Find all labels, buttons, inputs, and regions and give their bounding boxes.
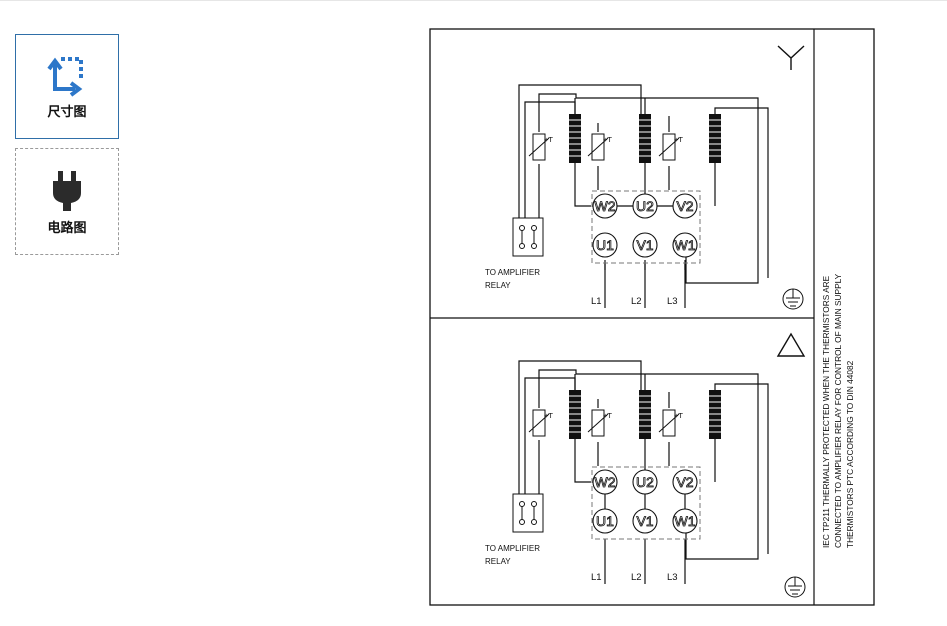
thermistor-label: +T [603,135,612,144]
thermistor-label: +T [544,135,553,144]
thermistors [528,133,680,161]
relay-label: RELAY [485,281,511,290]
coil-ticks [569,119,721,157]
delta-panel: +T +T +T W2 U2 V2 U1 V1 W1 TO AMPLIFIER … [485,332,806,598]
terminal-box [591,190,701,264]
panel-wiring [518,84,769,308]
delta-connection-icon [776,332,806,357]
note-line-3: THERMISTORS PTC ACCORDING TO DIN 44082 [845,360,855,548]
terminal-box [591,466,701,540]
top-divider [0,0,947,1]
relay-label: RELAY [485,557,511,566]
terminal-label: V2 [676,198,693,214]
terminal-label: U2 [636,198,654,214]
terminal-label: W1 [675,237,696,253]
tab-dimensions[interactable]: 尺寸图 [15,34,119,139]
line-label: L1 [591,296,602,307]
ground-icon [782,288,804,310]
terminal-label: U1 [596,513,614,529]
panel-wiring [518,360,769,584]
dimension-icon [47,57,83,97]
terminal-label: V2 [676,474,693,490]
plug-icon [53,171,81,211]
coil-ticks [569,395,721,433]
relay-contacts [512,493,544,533]
note-line-1: IEC TP211 THERMALLY PROTECTED WHEN THE T… [821,275,831,548]
relay-contacts [512,217,544,257]
wiring-diagram: IEC TP211 THERMALLY PROTECTED WHEN THE T… [429,28,875,606]
diagram-frame [429,28,875,606]
ground-icon [784,576,806,598]
note-line-2: CONNECTED TO AMPLIFIER RELAY FOR CONTROL… [833,273,843,548]
note-text: IEC TP211 THERMALLY PROTECTED WHEN THE T… [821,272,855,548]
line-label: L2 [631,296,642,307]
line-label: L3 [667,296,678,307]
tab-circuit-label: 电路图 [47,220,87,235]
terminal-label: V1 [636,513,653,529]
star-connection-icon [777,45,805,70]
terminal-label: V1 [636,237,653,253]
thermistor-label: +T [674,411,683,420]
line-label: L2 [631,572,642,583]
thermistor-label: +T [544,411,553,420]
star-panel: +T +T +T W2 U2 V2 U1 V1 W1 TO AMPLIFIER … [485,45,805,310]
terminals [592,193,698,258]
terminal-label: W2 [595,198,616,214]
delta-bridges [604,494,686,509]
thermistor-label: +T [603,411,612,420]
tab-circuit-diagram[interactable]: 电路图 [15,148,119,255]
tab-dimensions-label: 尺寸图 [47,104,87,119]
relay-label: TO AMPLIFIER [485,544,540,553]
thermistors [528,409,680,437]
terminal-label: U2 [636,474,654,490]
line-label: L3 [667,572,678,583]
terminal-label: U1 [596,237,614,253]
relay-label: TO AMPLIFIER [485,268,540,277]
terminal-label: W1 [675,513,696,529]
thermistor-label: +T [674,135,683,144]
line-label: L1 [591,572,602,583]
terminal-label: W2 [595,474,616,490]
